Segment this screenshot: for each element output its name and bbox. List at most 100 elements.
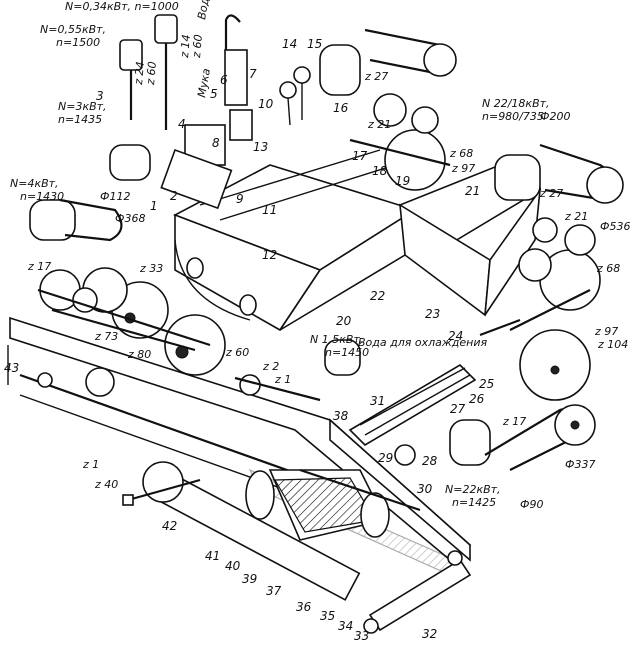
spec-label-20: z 60 (144, 61, 159, 86)
spec-label-19: z 24 (132, 61, 147, 86)
annotation-labels: N=0,34кВт, n=1000 N=0,55кВт, n=1500 N=3к… (10, 0, 630, 511)
part-number-6: 6 (220, 73, 228, 87)
motor-label-m5a: N 22/18кВт, (482, 97, 550, 110)
spec-label-14: z 60 (225, 346, 249, 359)
spec-label-24: Ф536 (600, 220, 630, 233)
part-number-4: 4 (178, 117, 186, 131)
part-number-12: 12 (262, 248, 277, 262)
spec-label-18: z 40 (94, 478, 118, 491)
part-number-28: 28 (422, 454, 438, 468)
lower-left-gears (37, 267, 226, 376)
part-number-2: 2 (170, 189, 178, 203)
water-inlet-label: Вода (195, 0, 213, 21)
motor-label-m3b: n=1435 (58, 113, 102, 126)
part-number-7: 7 (249, 67, 257, 81)
part-number-25: 25 (479, 377, 494, 391)
belt-drives (59, 28, 624, 471)
part-number-36: 36 (296, 600, 312, 614)
part-number-1: 1 (150, 199, 158, 213)
extrusion-chamber (245, 468, 421, 541)
part-number-21: 21 (465, 184, 480, 198)
part-number-15: 15 (307, 37, 322, 51)
motor-label-m2b: n=1500 (56, 36, 100, 49)
spec-label-6: z 68 (596, 262, 620, 275)
part-number-22: 22 (370, 289, 385, 303)
motor-label-m7b: n=1425 (452, 496, 496, 509)
motor-label-m7a: N=22кВт, (445, 483, 501, 496)
part-number-40: 40 (225, 559, 241, 573)
cooling-unit (348, 318, 521, 466)
part-number-34: 34 (338, 619, 353, 633)
part-number-24: 24 (448, 329, 463, 343)
part-number-32: 32 (422, 627, 437, 641)
part-number-8: 8 (212, 136, 220, 150)
spec-label-15: z 2 (262, 360, 279, 373)
motor-label-m4b: n=1430 (20, 190, 64, 203)
spec-label-26: Ф368 (115, 212, 145, 225)
spec-label-25: Ф112 (100, 190, 130, 203)
spec-label-2: z 68 (449, 147, 473, 160)
part-number-38: 38 (333, 409, 349, 423)
part-number-19: 19 (395, 174, 410, 188)
part-number-16: 16 (333, 101, 349, 115)
spec-label-11: z 33 (139, 262, 163, 275)
part-number-11: 11 (262, 203, 277, 217)
base-frame (7, 316, 472, 634)
spec-label-21: z 14 (178, 34, 193, 59)
pressure-gauges (279, 66, 311, 126)
spec-label-0: z 27 (364, 70, 388, 83)
spec-label-10: z 17 (27, 260, 51, 273)
part-number-35: 35 (320, 609, 335, 623)
spec-label-28: Ф90 (520, 498, 543, 511)
spec-label-22: z 60 (190, 34, 205, 59)
lower-gear-assembly (122, 374, 321, 506)
motor-label-m2a: N=0,55кВт, (40, 23, 106, 36)
cooling-water-label: Вода для охлаждения (358, 336, 488, 349)
part-number-41: 41 (205, 549, 220, 563)
part-number-31: 31 (370, 394, 385, 408)
motor-label-m4a: N=4кВт, (10, 177, 59, 190)
part-number-42: 42 (162, 519, 177, 533)
motor-label-m3a: N=3кВт, (58, 100, 107, 113)
part-number-3: 3 (96, 89, 104, 103)
part-number-17: 17 (352, 149, 368, 163)
part-numbers: 1 2 3 4 5 6 7 8 9 10 11 12 13 14 15 16 1… (4, 37, 494, 643)
spec-label-17: z 1 (82, 458, 99, 471)
spec-label-16: z 1 (274, 373, 291, 386)
motors (29, 44, 591, 466)
part-number-13: 13 (253, 140, 268, 154)
right-gears (349, 93, 601, 331)
motor-label-m1: N=0,34кВт, n=1000 (65, 0, 179, 13)
motor-label-m6b: n=1450 (325, 346, 369, 359)
spec-label-8: z 104 (597, 338, 628, 351)
spec-label-5: z 21 (564, 210, 588, 223)
flour-label: Мука (195, 67, 213, 98)
motor-label-m6a: N 1,5кВт, (310, 333, 363, 346)
spec-label-9: z 17 (502, 415, 526, 428)
part-number-39: 39 (242, 572, 257, 586)
feed-drives-top (119, 14, 253, 210)
part-number-29: 29 (378, 451, 393, 465)
mixer-trough (173, 149, 542, 332)
spec-label-27: Ф337 (565, 458, 595, 471)
spec-label-13: z 80 (127, 348, 151, 361)
part-number-43: 43 (4, 361, 19, 375)
spec-label-23: Ф200 (540, 110, 570, 123)
spec-label-3: z 97 (451, 162, 475, 175)
part-number-14: 14 (282, 37, 297, 51)
part-number-20: 20 (336, 314, 352, 328)
spec-label-7: z 97 (594, 325, 618, 338)
motor-label-m5b: n=980/735 (482, 110, 544, 123)
spec-label-12: z 73 (94, 330, 118, 343)
part-number-10: 10 (258, 97, 274, 111)
part-number-5: 5 (210, 87, 218, 101)
part-number-26: 26 (469, 392, 485, 406)
spec-label-1: z 21 (367, 118, 391, 131)
part-number-33: 33 (354, 629, 369, 643)
part-number-37: 37 (266, 584, 282, 598)
part-number-9: 9 (236, 192, 244, 206)
part-number-18: 18 (372, 164, 388, 178)
spec-label-4: z 27 (539, 187, 563, 200)
